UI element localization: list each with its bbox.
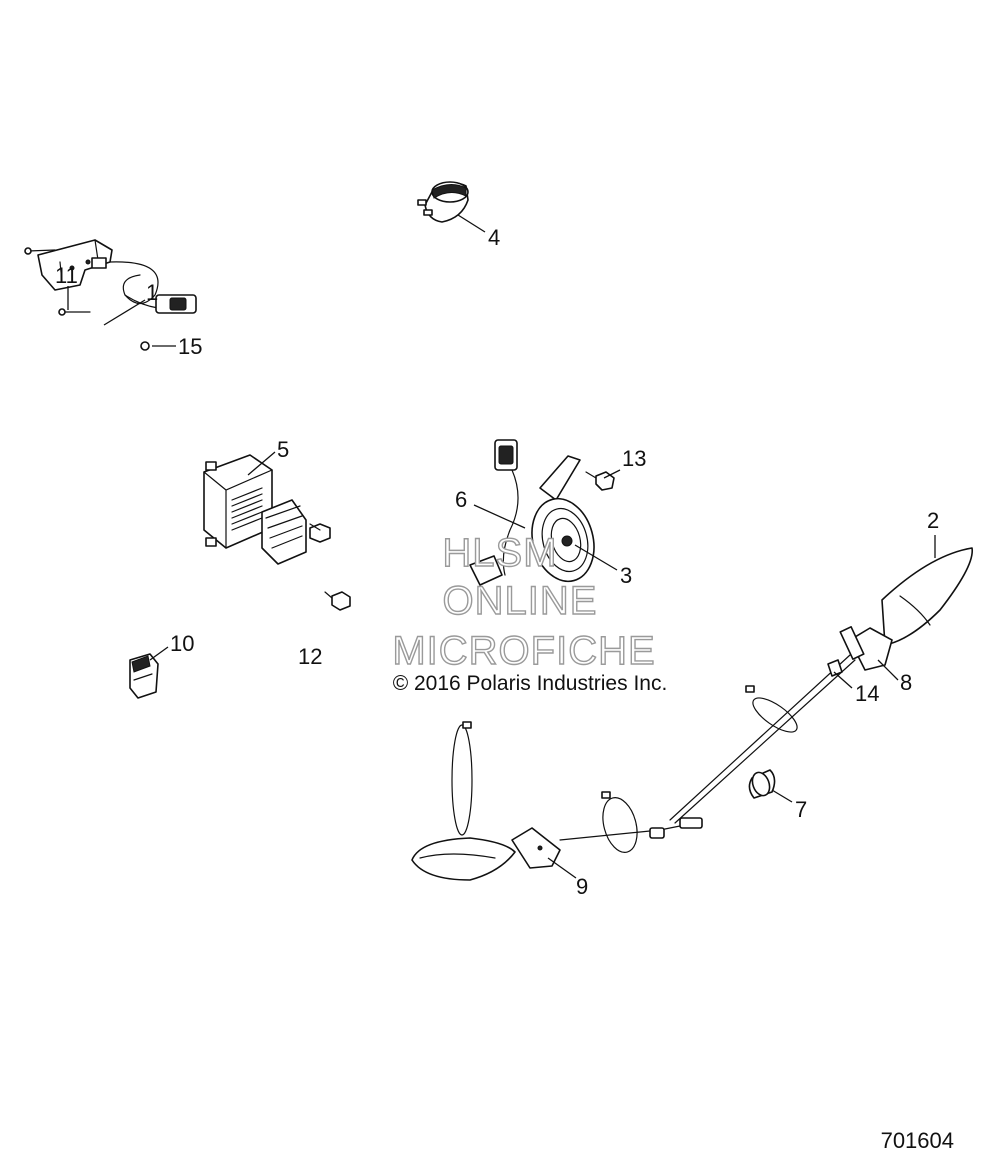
callout-9: 9 [576,874,588,899]
callout-5: 5 [277,437,289,462]
connector-part-10 [129,653,159,699]
callout-12: 12 [298,644,322,669]
cable-tie-parts [451,685,798,853]
callout-6: 6 [455,487,467,512]
callout-10: 10 [170,631,194,656]
callout-3: 3 [620,563,632,588]
callout-1: 1 [146,280,158,305]
callout-11: 11 [55,263,78,288]
copyright-text: © 2016 Polaris Industries Inc. [393,672,668,695]
callout-7: 7 [795,797,807,822]
watermark-line-3: MICROFICHE [392,629,655,673]
callout-2: 2 [927,508,939,533]
watermark-line-1: HLSM [442,531,557,575]
flasher-relay-part [417,181,469,223]
bolt-part-12 [309,523,351,611]
callout-8: 8 [900,670,912,695]
bracket-harness-part [24,239,197,351]
callout-13: 13 [622,446,646,471]
callout-14: 14 [855,681,879,706]
callout-4: 4 [488,225,500,250]
spacer-part-7 [748,769,776,799]
leader-lines [67,214,936,879]
watermark-line-2: ONLINE [443,579,598,623]
module-part [203,454,307,565]
right-turn-signal-part [669,547,973,824]
horn-part [469,439,615,586]
left-turn-signal-part [411,817,703,881]
callout-15: 15 [178,334,202,359]
document-number: 701604 [881,1128,954,1153]
